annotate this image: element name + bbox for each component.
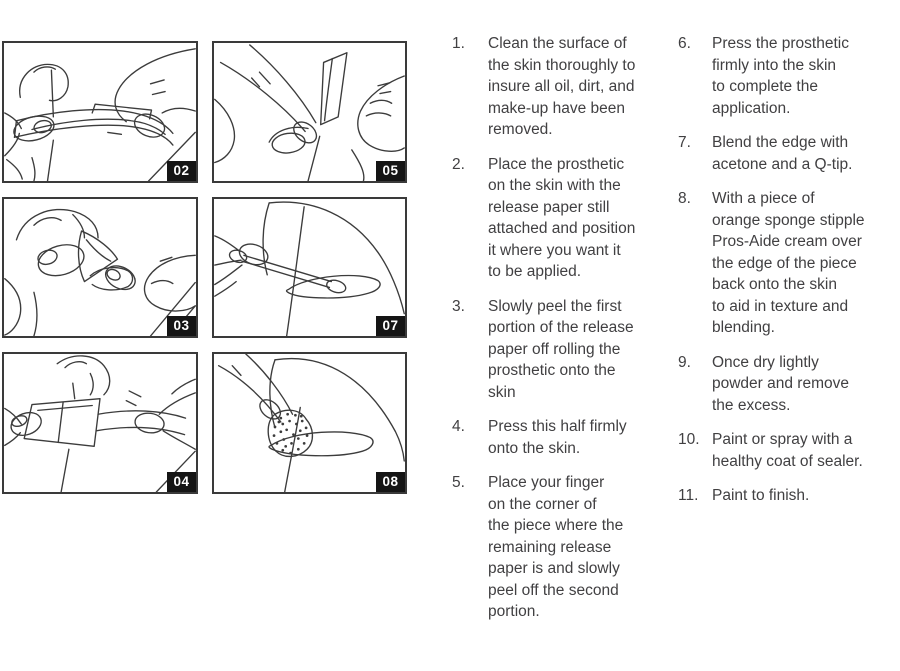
instruction-step-4: 4. Press this half firmly onto the skin. <box>452 416 666 459</box>
step-number: 8. <box>678 190 691 207</box>
finger-holding-corner-peeling-release-paper-illustration <box>214 44 405 181</box>
step-number-badge: 04 <box>167 472 196 492</box>
step-number: 4. <box>452 418 465 435</box>
step-text: Press the prosthetic firmly into the ski… <box>712 35 849 117</box>
step-text: Paint to finish. <box>712 487 810 504</box>
instruction-step-6: 6. Press the prosthetic firmly into the … <box>678 33 898 119</box>
step-number: 11. <box>678 487 699 504</box>
instruction-step-1: 1. Clean the surface of the skin thoroug… <box>452 33 666 141</box>
step-number: 3. <box>452 297 465 315</box>
instruction-step-10: 10. Paint or spray with a healthy coat o… <box>678 429 898 472</box>
step-number-badge: 02 <box>167 161 196 181</box>
step-number-badge: 08 <box>376 472 405 492</box>
instruction-step-3: 3. Slowly peel the first portion of the … <box>452 296 666 404</box>
instruction-step-5: 5. Place your finger on the corner of th… <box>452 472 666 623</box>
instruction-step-7: 7. Blend the edge with acetone and a Q-t… <box>678 132 898 175</box>
instruction-step-11: 11. Paint to finish. <box>678 485 898 507</box>
step-text: Clean the surface of the skin thoroughly… <box>488 35 636 138</box>
instruction-step-9: 9. Once dry lightly powder and remove th… <box>678 352 898 417</box>
step-number-badge: 05 <box>376 161 405 181</box>
illustration-panel-05: 05 <box>212 41 407 183</box>
sponge-stippling-over-edge-illustration <box>217 354 405 492</box>
step-number: 9. <box>678 353 691 371</box>
step-text: Press this half firmly onto the skin. <box>488 418 627 457</box>
instruction-step-2: 2. Place the prosthetic on the skin with… <box>452 154 666 283</box>
instruction-step-8: 8. With a piece of orange sponge stipple… <box>678 188 898 339</box>
step-number: 2. <box>452 155 465 173</box>
step-text: Place your finger on the corner of the p… <box>488 474 624 620</box>
step-number-badge: 07 <box>376 316 405 336</box>
step-number-badge: 03 <box>167 316 196 336</box>
step-text: Once dry lightly powder and remove the e… <box>712 353 849 414</box>
illustration-panel-02: 02 <box>2 41 198 183</box>
peeling-first-release-paper-portion-illustration <box>4 208 196 336</box>
illustration-panel-07: 07 <box>212 197 407 338</box>
step-text: Slowly peel the first portion of the rel… <box>488 297 634 401</box>
step-text: Blend the edge with acetone and a Q-tip. <box>712 134 853 173</box>
hands-stretching-prosthetic-strip-illustration <box>4 48 196 181</box>
illustration-panel-04: 04 <box>2 352 198 494</box>
step-text: Place the prosthetic on the skin with th… <box>488 155 636 281</box>
step-number: 7. <box>678 134 691 151</box>
step-number: 6. <box>678 35 691 52</box>
illustration-panel-03: 03 <box>2 197 198 338</box>
illustration-panel-08: 08 <box>212 352 407 494</box>
step-number: 5. <box>452 474 465 491</box>
instruction-list-column-1: 1. Clean the surface of the skin thoroug… <box>452 33 666 636</box>
qtip-blending-edge-illustration <box>214 201 405 336</box>
step-number: 1. <box>452 35 465 52</box>
pressing-half-onto-skin-with-paper-flap-illustration <box>4 355 196 492</box>
step-text: With a piece of orange sponge stipple Pr… <box>712 190 865 336</box>
step-text: Paint or spray with a healthy coat of se… <box>712 431 863 470</box>
step-number: 10. <box>678 431 700 448</box>
instruction-list-column-2: 6. Press the prosthetic firmly into the … <box>678 33 898 520</box>
sponge-stipple-dots <box>272 412 309 455</box>
